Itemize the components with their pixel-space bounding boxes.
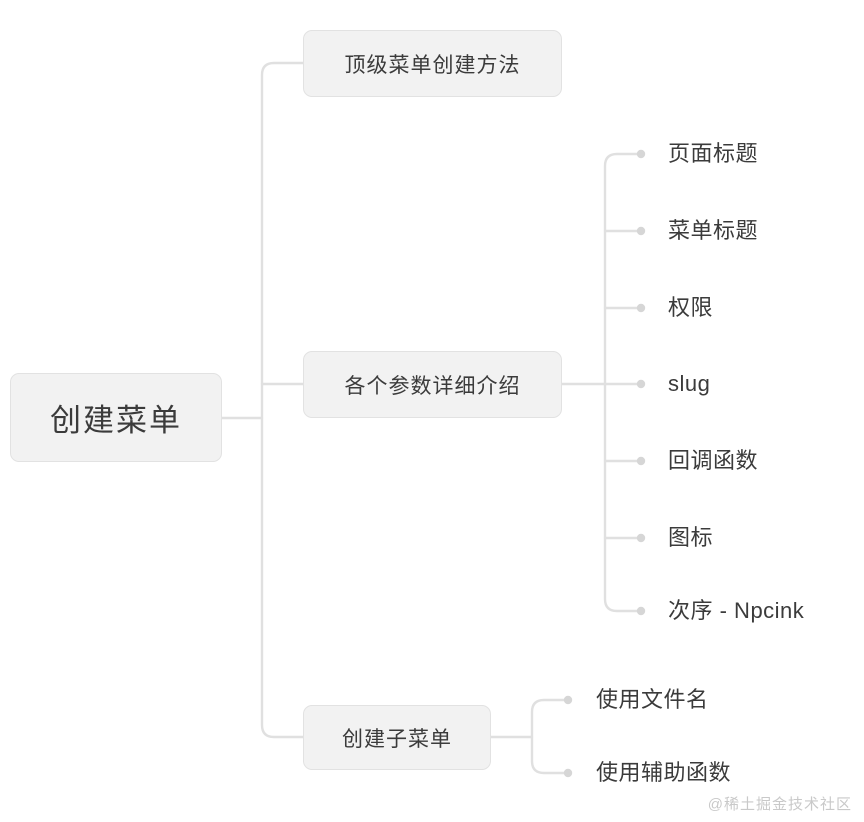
leaf-dots (563, 149, 646, 778)
mindmap-branch-node-top-menu-creation[interactable]: 顶级菜单创建方法 (303, 30, 562, 97)
leaf-dot-5 (636, 456, 646, 466)
mindmap-root-node[interactable]: 创建菜单 (10, 373, 222, 462)
mindmap-leaf-callback-function[interactable]: 回调函数 (668, 448, 759, 473)
wire-main-trunk (260, 61, 305, 739)
mindmap-leaf-use-helper-function[interactable]: 使用辅助函数 (596, 760, 732, 785)
mindmap-branch-label: 各个参数详细介绍 (344, 374, 521, 398)
wire-subtrunk-params (603, 152, 643, 613)
leaf-dot-3 (636, 303, 646, 313)
mindmap-branch-label: 顶级菜单创建方法 (344, 53, 521, 77)
mindmap-leaf-permission[interactable]: 权限 (668, 295, 714, 320)
wire-subtrunk-submenu (530, 698, 570, 775)
mindmap-branch-node-create-submenu[interactable]: 创建子菜单 (303, 705, 491, 770)
leaf-dot-6 (636, 533, 646, 543)
mindmap-branch-label: 创建子菜单 (342, 727, 452, 751)
leaf-dot-4 (636, 379, 646, 389)
mindmap-leaf-page-title[interactable]: 页面标题 (668, 141, 759, 166)
leaf-dot-2 (636, 226, 646, 236)
leaf-dot-7 (636, 606, 646, 616)
mindmap-leaf-order-npcink[interactable]: 次序 - Npcink (668, 598, 805, 623)
mindmap-leaf-icon[interactable]: 图标 (668, 525, 714, 550)
watermark: @稀土掘金技术社区 (707, 796, 852, 813)
mindmap-leaf-slug[interactable]: slug (668, 371, 711, 396)
mindmap-root-label: 创建菜单 (50, 403, 182, 438)
mindmap-leaf-use-filename[interactable]: 使用文件名 (596, 687, 709, 712)
leaf-dot-9 (563, 768, 573, 778)
leaf-dot-8 (563, 695, 573, 705)
mindmap-branch-node-parameter-details[interactable]: 各个参数详细介绍 (303, 351, 562, 418)
leaf-dot-1 (636, 149, 646, 159)
mindmap-leaf-menu-title[interactable]: 菜单标题 (668, 218, 759, 243)
